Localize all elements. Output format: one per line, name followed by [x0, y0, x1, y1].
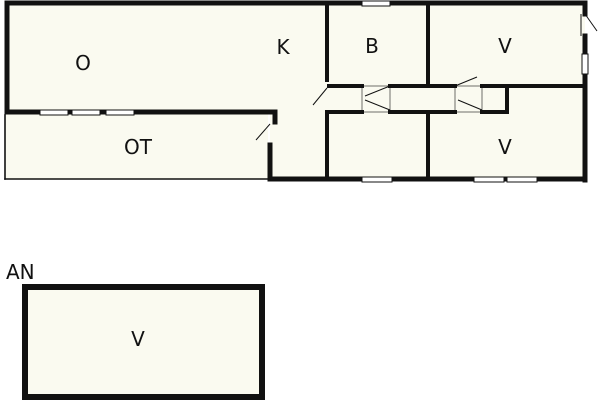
door-b-upper [364, 85, 391, 97]
hall-passage [361, 85, 391, 113]
ot-floor [5, 114, 268, 179]
door-hall-k [312, 87, 328, 106]
window-bottom-3 [506, 176, 538, 183]
window-o-1 [39, 109, 69, 116]
room-label-v-annex: V [131, 327, 145, 351]
window-top-b [361, 0, 391, 7]
room-label-k: K [276, 35, 290, 59]
window-bottom-1 [361, 176, 393, 183]
doors [255, 13, 598, 141]
door-v-lower [457, 99, 483, 111]
window-right [581, 53, 589, 75]
door-v-upper [454, 76, 478, 87]
window-o-3 [105, 109, 135, 116]
room-label-o: O [75, 51, 91, 75]
floor-fills [5, 3, 585, 396]
room-label-v-top: V [498, 34, 512, 58]
room-label-v-right: V [498, 135, 512, 159]
door-b-lower [364, 99, 391, 111]
main-floor [7, 3, 585, 180]
annex-floor [28, 289, 260, 396]
window-o-2 [71, 109, 101, 116]
room-label-ot: OT [124, 135, 153, 159]
annex-walls [22, 284, 265, 400]
door-entrance [584, 13, 598, 32]
annex-label: AN [6, 260, 35, 284]
windows [39, 0, 589, 183]
room-label-b: B [365, 34, 379, 58]
window-bottom-2 [473, 176, 505, 183]
door-ot [255, 123, 271, 141]
hall-passage-2 [454, 85, 483, 113]
